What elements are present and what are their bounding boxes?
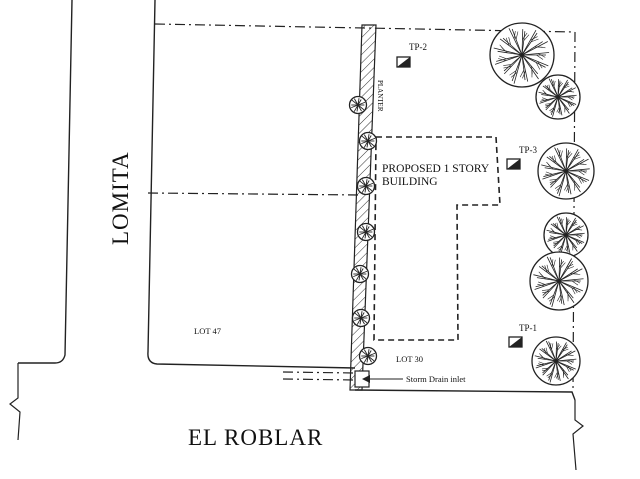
- proposed-building-outline: [373, 136, 501, 341]
- test-pit-tp-2: TP-2: [396, 42, 427, 68]
- tree-symbol-icon: [535, 74, 581, 120]
- tp-1-label: TP-1: [519, 323, 537, 333]
- tree-symbol-icon: [489, 22, 555, 88]
- break-line-icon: [572, 400, 584, 471]
- tree-symbol-icon: [356, 176, 376, 196]
- lot-47-label: LOT 47: [194, 326, 221, 336]
- tree-symbol-icon: [350, 264, 370, 284]
- building-label-line-1: PROPOSED 1 STORY: [382, 163, 490, 175]
- tree-symbol-icon: [358, 346, 378, 366]
- tree-symbol-icon: [358, 131, 378, 151]
- street-name-el-roblar: EL ROBLAR: [188, 425, 323, 450]
- tree-symbol-icon: [348, 95, 368, 115]
- break-line-icon: [9, 363, 21, 441]
- tree-symbol-icon: [529, 251, 589, 311]
- test-pit-tp-3: TP-3: [506, 145, 538, 170]
- planter-trees: [348, 95, 378, 366]
- tp-3-label: TP-3: [519, 145, 538, 155]
- planter-label: PLANTER: [376, 80, 384, 112]
- tree-symbol-icon: [537, 142, 595, 200]
- east-trees: [489, 22, 595, 386]
- tree-symbol-icon: [531, 336, 581, 386]
- test-pit-tp-1: TP-1: [508, 323, 537, 348]
- street-name-lomita: LOMITA: [108, 151, 133, 245]
- tree-symbol-icon: [351, 308, 371, 328]
- tp-2-label: TP-2: [409, 42, 427, 52]
- storm-drain-inlet: Storm Drain inlet: [354, 370, 466, 388]
- building-label-line-2: BUILDING: [382, 176, 438, 188]
- tree-symbol-icon: [543, 212, 589, 258]
- storm-drain-label: Storm Drain inlet: [406, 374, 466, 384]
- lot-30-label: LOT 30: [396, 354, 423, 364]
- arrow-icon: [362, 375, 403, 383]
- planter-strip: [349, 24, 377, 391]
- street-curbs: [18, 0, 576, 401]
- tree-symbol-icon: [356, 222, 376, 242]
